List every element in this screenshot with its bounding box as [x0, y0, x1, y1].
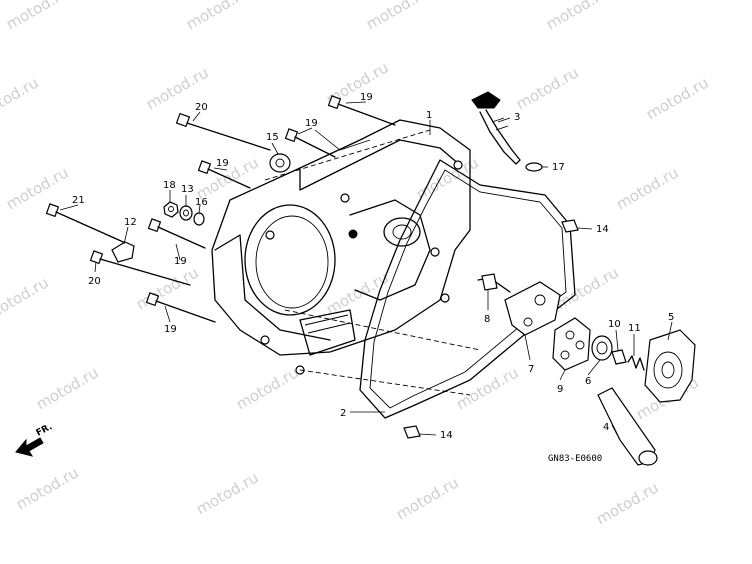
- watermark-text: motod.ru: [513, 63, 582, 113]
- watermark-text: motod.ru: [453, 363, 522, 413]
- callout-17: 17: [552, 162, 565, 173]
- callout-10: 10: [608, 319, 621, 330]
- watermark-text: motod.ru: [413, 153, 482, 203]
- clamp-12: [111, 241, 135, 263]
- watermark-layer: motod.ru motod.ru motod.ru motod.ru moto…: [0, 0, 712, 528]
- callout-9: 9: [557, 384, 563, 395]
- front-arrow-icon: FR.: [15, 422, 54, 457]
- o-ring-17: [525, 162, 543, 172]
- watermark-text: motod.ru: [33, 363, 102, 413]
- watermark-text: motod.ru: [613, 163, 682, 213]
- leader-lines: [59, 101, 673, 441]
- bolt-21-long: [45, 203, 131, 246]
- callout-11: 11: [628, 323, 641, 334]
- bolt-20-top: [175, 112, 271, 151]
- callout-5: 5: [668, 312, 674, 323]
- reference-lines: [264, 129, 481, 396]
- shaft-assembly: [477, 273, 696, 466]
- front-label: FR.: [35, 422, 54, 439]
- callout-4: 4: [603, 422, 609, 433]
- watermark-text: motod.ru: [233, 363, 302, 413]
- watermark-text: motod.ru: [3, 163, 72, 213]
- watermark-text: motod.ru: [183, 0, 252, 33]
- callout-12: 12: [124, 217, 137, 228]
- watermark-text: motod.ru: [13, 463, 82, 513]
- lever-7: [504, 281, 561, 336]
- dowel-pin-top: [561, 219, 579, 233]
- watermark-text: motod.ru: [393, 473, 462, 523]
- watermark-text: motod.ru: [593, 478, 662, 528]
- dowel-pin-bottom: [403, 425, 421, 439]
- callout-20: 20: [88, 276, 101, 287]
- callout-18: 18: [163, 180, 176, 191]
- shaft-8: [477, 273, 511, 293]
- callout-labels: 1 2 3 4 5 6 7 8 9 10 11 12 13 14 14 15 1…: [72, 92, 674, 441]
- callout-19: 19: [305, 118, 318, 129]
- callout-20: 20: [195, 102, 208, 113]
- bolt-19-left: [147, 218, 206, 249]
- diagram-code: GN83-E0600: [548, 454, 602, 464]
- cover-gasket: [359, 159, 576, 419]
- callout-13: 13: [181, 184, 194, 195]
- callout-14: 14: [440, 430, 453, 441]
- callout-19: 19: [360, 92, 373, 103]
- bolt-19-mid: [197, 160, 251, 189]
- nut-18: [163, 201, 179, 218]
- oil-seal-15: [269, 153, 291, 173]
- watermark-text: motod.ru: [643, 73, 712, 123]
- callout-6: 6: [585, 376, 591, 387]
- callout-15: 15: [266, 132, 279, 143]
- seal-6: [591, 335, 613, 361]
- watermark-text: motod.ru: [193, 468, 262, 518]
- bolt-19-top-b: [284, 128, 336, 158]
- washer-13: [179, 205, 193, 221]
- callout-16: 16: [195, 197, 208, 208]
- bolt-19-top-a: [327, 95, 396, 126]
- watermark-text: motod.ru: [363, 0, 432, 33]
- collar-10: [611, 349, 627, 365]
- watermark-text: motod.ru: [553, 263, 622, 313]
- cover-5: [644, 329, 696, 403]
- callout-19: 19: [216, 158, 229, 169]
- watermark-text: motod.ru: [543, 0, 612, 33]
- plate-9: [552, 317, 591, 371]
- oil-filler-cap: [471, 91, 521, 165]
- callout-19: 19: [164, 324, 177, 335]
- bolt-20-left: [89, 250, 191, 286]
- callout-19: 19: [174, 256, 187, 267]
- watermark-text: motod.ru: [0, 73, 42, 123]
- callout-1: 1: [426, 110, 432, 121]
- bolt-19-bottom: [145, 292, 216, 323]
- callout-2: 2: [340, 408, 346, 419]
- bolts: [45, 95, 396, 323]
- callout-3: 3: [514, 112, 520, 123]
- o-ring-16: [193, 212, 205, 226]
- spring-11: [627, 355, 645, 371]
- watermark-text: motod.ru: [3, 0, 72, 33]
- callout-14: 14: [596, 224, 609, 235]
- crankcase-cover: [211, 119, 471, 375]
- callout-21: 21: [72, 195, 85, 206]
- watermark-text: motod.ru: [0, 273, 52, 323]
- callout-7: 7: [528, 364, 534, 375]
- callout-8: 8: [484, 314, 490, 325]
